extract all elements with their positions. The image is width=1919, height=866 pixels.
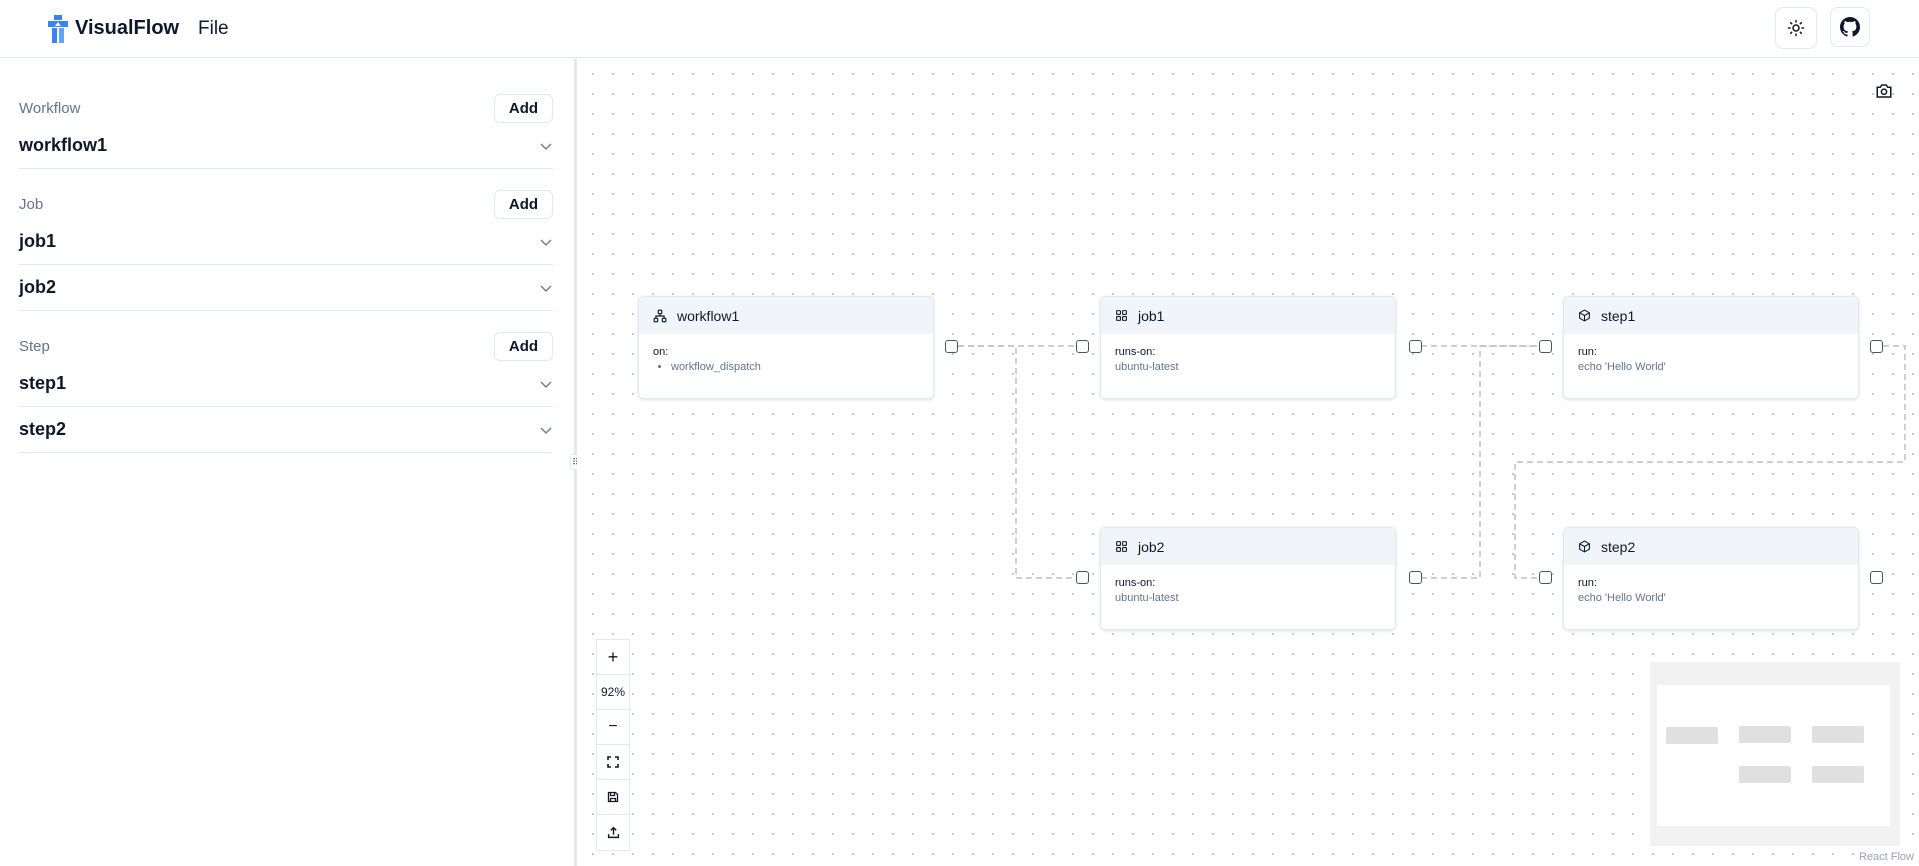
sidebar-item-job2[interactable]: job2 [19, 265, 553, 311]
github-icon [1840, 17, 1860, 37]
brand-name: VisualFlow [75, 17, 180, 39]
node-workflow1[interactable]: workflow1 on:workflow_dispatch [638, 296, 934, 399]
add-workflow-button[interactable]: Add [494, 94, 553, 123]
camera-icon[interactable] [1875, 83, 1893, 99]
node-value: echo 'Hello World' [1578, 361, 1666, 373]
workflow1-source-handle[interactable] [945, 340, 958, 353]
node-title: step2 [1601, 538, 1636, 555]
node-key: runs-on: [1115, 577, 1156, 589]
add-job-button[interactable]: Add [494, 190, 553, 219]
minimap[interactable] [1650, 662, 1900, 846]
node-title: job1 [1138, 307, 1165, 324]
trigger-item: workflow_dispatch [671, 361, 919, 373]
minus-icon: − [608, 718, 618, 735]
grid-icon [1116, 541, 1127, 552]
github-button[interactable] [1830, 7, 1870, 47]
react-flow-attribution[interactable]: React Flow [1855, 850, 1917, 864]
upload-icon [607, 826, 619, 839]
chevron-down-icon [540, 285, 552, 292]
minimap-viewport [1657, 685, 1890, 826]
sun-icon [1787, 19, 1805, 37]
job1-target-handle[interactable] [1076, 340, 1089, 353]
node-step1[interactable]: step1 run: echo 'Hello World' [1563, 296, 1859, 399]
sidebar-item-job1[interactable]: job1 [19, 219, 553, 265]
node-title: step1 [1601, 307, 1636, 324]
theme-toggle-button[interactable] [1775, 7, 1817, 49]
visualflow-logo [48, 15, 68, 43]
zoom-in-button[interactable]: + [597, 640, 629, 675]
zoom-out-button[interactable]: − [597, 710, 629, 745]
node-title: job2 [1138, 538, 1165, 555]
export-button[interactable] [597, 815, 629, 850]
flow-controls: + 92% − [596, 639, 630, 851]
edge-step1-step2 [1514, 345, 1906, 579]
chevron-down-icon [540, 381, 552, 388]
sidebar: Workflow Add workflow1 Job Add job1 job2… [0, 59, 574, 866]
save-button[interactable] [597, 780, 629, 815]
job2-source-handle[interactable] [1409, 571, 1422, 584]
minimap-node [1812, 766, 1864, 783]
node-value: echo 'Hello World' [1578, 592, 1666, 604]
save-icon [607, 791, 619, 803]
edge-job2-step1 [1421, 345, 1545, 579]
chevron-down-icon [540, 143, 552, 150]
minimap-node [1666, 727, 1718, 744]
job1-source-handle[interactable] [1409, 340, 1422, 353]
job2-target-handle[interactable] [1076, 571, 1089, 584]
item-label: step2 [19, 419, 67, 439]
node-job1[interactable]: job1 runs-on: ubuntu-latest [1100, 296, 1396, 399]
sidebar-item-workflow1[interactable]: workflow1 [19, 123, 553, 169]
node-key: on: [653, 346, 669, 358]
file-menu[interactable]: File [198, 18, 229, 39]
section-label-step: Step [19, 338, 50, 355]
chevron-down-icon [540, 239, 552, 246]
step1-target-handle[interactable] [1539, 340, 1552, 353]
node-value: ubuntu-latest [1115, 361, 1179, 373]
step2-source-handle[interactable] [1870, 571, 1883, 584]
node-value: ubuntu-latest [1115, 592, 1179, 604]
node-key: run: [1578, 346, 1597, 358]
minimap-node [1739, 726, 1791, 743]
flow-canvas[interactable]: workflow1 on:workflow_dispatch job1 runs… [577, 59, 1919, 866]
minimap-node [1812, 726, 1864, 743]
grid-icon [1116, 310, 1127, 321]
section-label-workflow: Workflow [19, 100, 81, 117]
box-icon [1579, 309, 1590, 322]
item-label: job2 [19, 277, 57, 297]
edge-workflow1-job2 [958, 345, 1082, 579]
sidebar-item-step1[interactable]: step1 [19, 361, 553, 407]
edges [958, 345, 1906, 579]
node-title: workflow1 [677, 307, 740, 324]
box-icon [1579, 540, 1590, 553]
step2-target-handle[interactable] [1539, 571, 1552, 584]
minimap-node [1739, 766, 1791, 783]
node-key: run: [1578, 577, 1597, 589]
step1-source-handle[interactable] [1870, 340, 1883, 353]
chevron-down-icon [540, 427, 552, 434]
fit-view-button[interactable] [597, 745, 629, 780]
node-job2[interactable]: job2 runs-on: ubuntu-latest [1100, 527, 1396, 630]
plus-icon: + [607, 646, 619, 667]
item-label: job1 [19, 231, 57, 251]
item-label: workflow1 [19, 135, 108, 155]
app-header: VisualFlow File [0, 0, 1919, 58]
sidebar-item-step2[interactable]: step2 [19, 407, 553, 453]
section-label-job: Job [19, 196, 44, 213]
fit-view-icon [607, 756, 619, 768]
node-key: runs-on: [1115, 346, 1156, 358]
item-label: step1 [19, 373, 67, 393]
workflow-icon [653, 309, 667, 322]
zoom-level: 92% [597, 675, 629, 710]
node-step2[interactable]: step2 run: echo 'Hello World' [1563, 527, 1859, 630]
add-step-button[interactable]: Add [494, 332, 553, 361]
